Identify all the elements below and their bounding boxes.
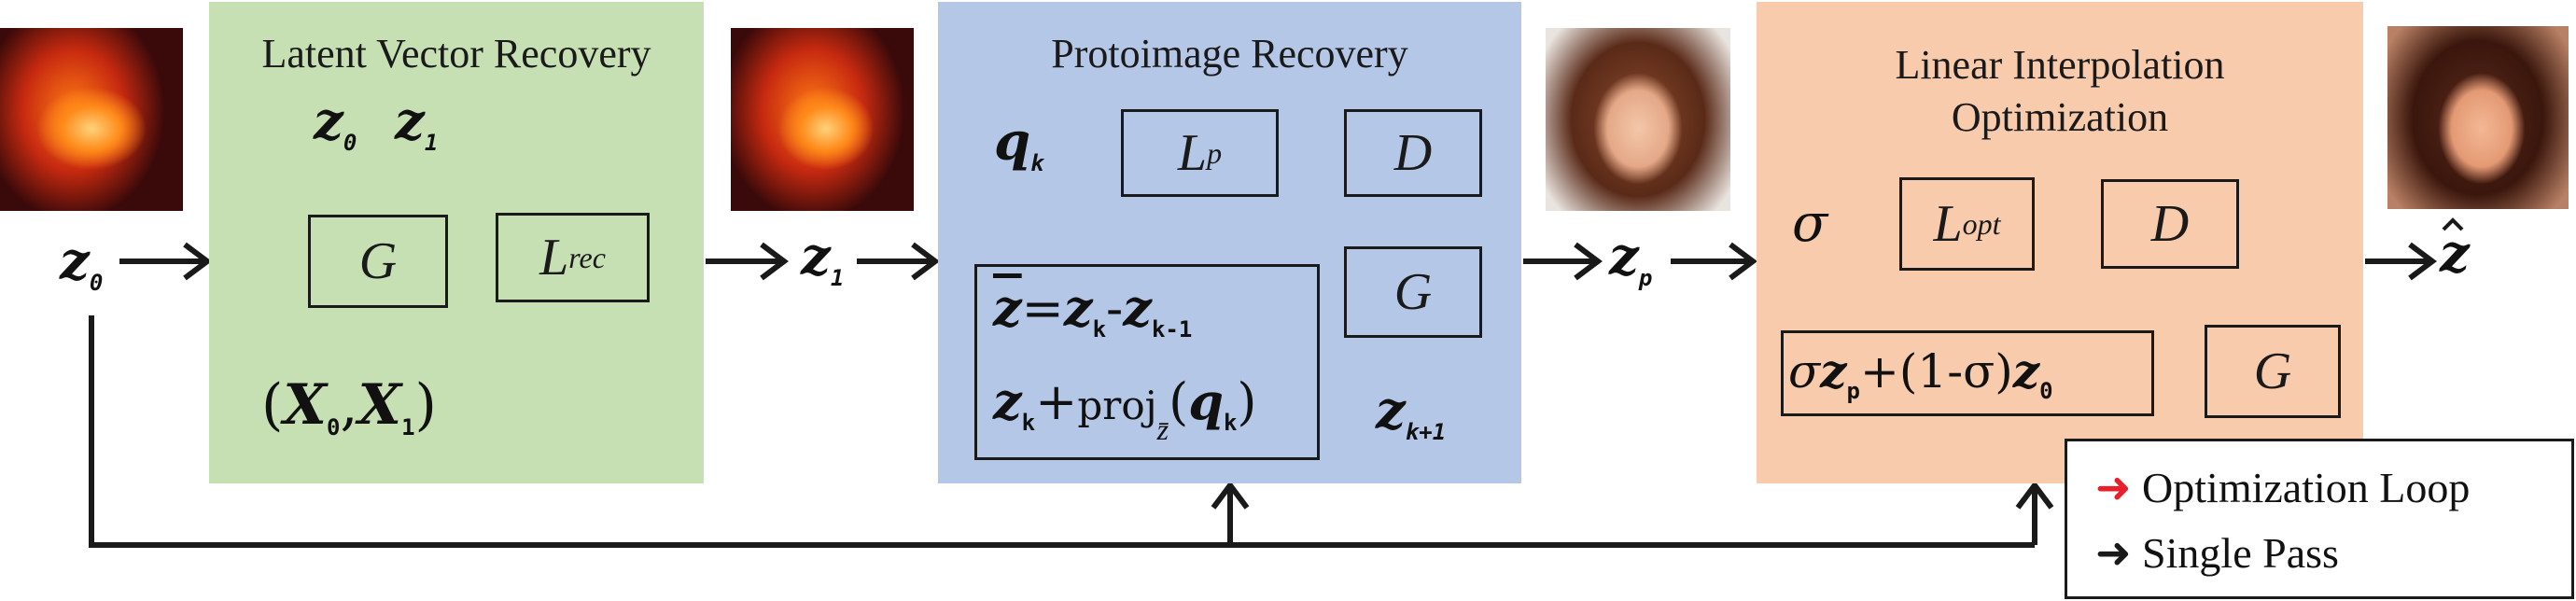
zk-plus-1-label: zk+1 xyxy=(1376,380,1447,445)
zhat-output-label: z xyxy=(2440,223,2470,285)
linear-interpolation-panel: Linear Interpolation Optimization xyxy=(1757,2,2363,483)
legend-label: Single Pass xyxy=(2142,529,2339,577)
panel-title: Latent Vector Recovery xyxy=(261,31,651,77)
arrow-zp-to-linear-head xyxy=(1729,242,1757,281)
face-image-z1 xyxy=(731,28,914,211)
legend-optimization-loop: ➜ Optimization Loop xyxy=(2095,462,2470,512)
z1-label: z1 xyxy=(395,91,439,156)
arrow-latent-to-z1-head xyxy=(760,242,789,281)
discriminator-box: D xyxy=(1344,109,1482,197)
box-label: L xyxy=(539,229,569,287)
box-label: G xyxy=(358,232,398,290)
face-image-zhat xyxy=(2387,26,2569,209)
zbar-equation: z=zk-zk-1 xyxy=(993,278,1193,342)
generator-box: G xyxy=(2205,325,2341,418)
arrow-z1-to-proto-head xyxy=(911,242,940,281)
legend-label: Optimization Loop xyxy=(2142,464,2471,511)
z1-output-label: z1 xyxy=(801,226,845,291)
arrow-bus-to-proto-head xyxy=(1211,481,1250,510)
box-subscript: opt xyxy=(1962,206,2001,241)
black-arrow-icon: ➜ xyxy=(2095,527,2132,578)
face-image-zp xyxy=(1546,28,1730,211)
projection-equation: zk+projz̄(qk) xyxy=(993,371,1257,446)
zhat-hat xyxy=(2442,217,2464,231)
box-label: G xyxy=(2253,342,2292,400)
z0-label: z0 xyxy=(314,91,357,156)
sigma-label: σ xyxy=(1792,193,1828,254)
box-subscript: rec xyxy=(568,240,606,274)
bus-line xyxy=(89,315,2035,548)
box-label: D xyxy=(1393,124,1433,182)
interpolation-formula: σzp+(1-σ)z0 xyxy=(1788,343,2053,404)
generator-box: G xyxy=(1344,246,1482,338)
generator-box: G xyxy=(308,215,448,308)
discriminator-box: D xyxy=(2101,179,2239,269)
box-label: G xyxy=(1393,263,1433,321)
panel-title: Protoimage Recovery xyxy=(1051,31,1408,77)
latent-vector-recovery-panel: Latent Vector Recovery xyxy=(209,2,704,483)
arrow-proto-to-zp-head xyxy=(1574,242,1603,281)
box-label: D xyxy=(2150,195,2190,253)
red-arrow-icon: ➜ xyxy=(2095,462,2132,512)
legend-single-pass: ➜ Single Pass xyxy=(2095,527,2339,578)
face-image-z0 xyxy=(0,28,183,211)
legend: ➜ Optimization Loop ➜ Single Pass xyxy=(2065,439,2574,599)
arrow-z0-to-latent-head xyxy=(183,242,212,281)
box-label: L xyxy=(1933,195,1963,253)
panel-title: Linear Interpolation Optimization xyxy=(1895,42,2225,140)
box-subscript: p xyxy=(1207,135,1223,170)
interpolation-formula-box xyxy=(1781,330,2154,416)
zp-output-label: zp xyxy=(1609,226,1653,291)
arrow-bus-to-linear-head xyxy=(2015,481,2054,510)
arrow-linear-to-zhat-head xyxy=(2408,242,2437,281)
update-equation-box xyxy=(974,264,1320,460)
image-pair-label: (X0,X1) xyxy=(261,372,437,440)
box-label: L xyxy=(1177,124,1208,182)
qk-label: qk xyxy=(994,111,1044,176)
protoimage-recovery-panel: Protoimage Recovery xyxy=(938,2,1521,483)
z0-input-label: z0 xyxy=(60,231,104,296)
